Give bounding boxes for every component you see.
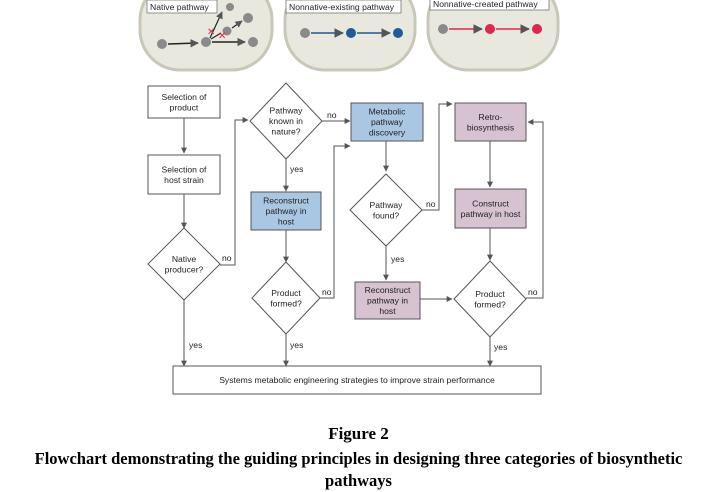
node-label: found? [373, 210, 400, 220]
node-label: pathway in host [461, 209, 521, 219]
node-label: host [278, 217, 295, 227]
node-label: formed? [270, 298, 302, 308]
node-label: product [170, 102, 199, 112]
decision-diamond [251, 261, 321, 335]
edge-formed1-discovery [319, 143, 351, 299]
node-label: formed? [474, 299, 506, 309]
block-x-icon: ✕ [207, 27, 215, 38]
node-label: host strain [164, 175, 204, 185]
process-box [172, 365, 542, 395]
block-x-icon: ✕ [218, 31, 226, 42]
node-label: Selection of [162, 92, 208, 102]
decision-diamond [453, 260, 527, 338]
node-label: Selection of [162, 164, 208, 174]
node-label: Native [172, 254, 197, 264]
decision-diamond [249, 82, 323, 160]
created-dot [485, 24, 495, 34]
node-label: biosynthesis [467, 122, 514, 132]
cell-native-tag [146, 0, 218, 14]
node-label: Pathway [370, 200, 404, 210]
edge-formed2-retro [526, 119, 544, 299]
existing-dot [346, 28, 356, 38]
edge-label-yes: yes [189, 340, 202, 350]
process-box [147, 154, 221, 195]
node-label: Retro- [479, 112, 503, 122]
process-box [250, 191, 322, 231]
node-label: Product [475, 289, 505, 299]
node-label: Reconstruct [365, 285, 411, 295]
decision-diamond [349, 173, 423, 247]
native-dot [243, 13, 253, 23]
cell-created-tag [429, 0, 550, 11]
process-box [454, 102, 527, 142]
edge-label-yes: yes [494, 342, 507, 352]
process-box [147, 85, 221, 119]
edge-found-retro [422, 101, 453, 211]
node-label: Metabolic [369, 107, 406, 117]
node-label: known in [269, 116, 303, 126]
edge-label-no: no [426, 199, 436, 209]
created-dot [532, 24, 542, 34]
existing-dot [393, 28, 403, 38]
native-dot [300, 28, 310, 38]
node-label: pathway [371, 117, 404, 127]
figure-number: Figure 2 [328, 424, 389, 443]
native-dot [222, 26, 232, 36]
node-label: Pathway [270, 106, 304, 116]
connectors [181, 101, 544, 367]
node-label: host [379, 306, 396, 316]
cell-existing-tag [285, 0, 402, 14]
edge-label-yes: yes [290, 340, 303, 350]
process-box [354, 281, 421, 320]
node-label: Systems metabolic engineering strategies… [219, 375, 495, 385]
native-dot [226, 3, 234, 11]
edge-native-known [220, 117, 249, 266]
node-retro: Retro-biosynthesis [454, 102, 527, 142]
cell-created: Nonnative-created pathway [426, 0, 560, 72]
edge-label-no: no [222, 253, 232, 263]
cell-existing-label: Nonnative-existing pathway [289, 2, 395, 12]
process-box [350, 102, 424, 142]
native-dot [201, 37, 211, 47]
figure-title: Flowchart demonstrating the guiding prin… [34, 449, 683, 490]
cell-native: Native pathway ✕ ✕ [138, 0, 274, 72]
node-systems: Systems metabolic engineering strategies… [172, 365, 542, 395]
flowchart-diagram: Native pathway ✕ ✕ Nonnative-existing pa… [138, 0, 560, 395]
cell-native-label: Native pathway [150, 2, 209, 12]
edge-label-no: no [327, 110, 337, 120]
decision-diamond [147, 227, 221, 301]
node-label: nature? [271, 127, 300, 137]
native-dot [248, 37, 258, 47]
edge-label-yes: yes [290, 164, 303, 174]
edge-label-no: no [528, 287, 538, 297]
node-label: producer? [165, 264, 204, 274]
node-label: discovery [369, 128, 406, 138]
edge-label-yes: yes [391, 254, 404, 264]
node-label: Product [271, 288, 301, 298]
edge-label-no: no [322, 287, 332, 297]
native-dot [438, 24, 448, 34]
cell-created-label: Nonnative-created pathway [433, 0, 538, 9]
node-label: pathway in [265, 206, 306, 216]
node-label: Reconstruct [263, 196, 309, 206]
cell-existing: Nonnative-existing pathway [283, 0, 417, 72]
node-label: Construct [472, 198, 509, 208]
native-dot [157, 39, 167, 49]
process-box [454, 188, 527, 229]
node-label: pathway in [367, 296, 408, 306]
